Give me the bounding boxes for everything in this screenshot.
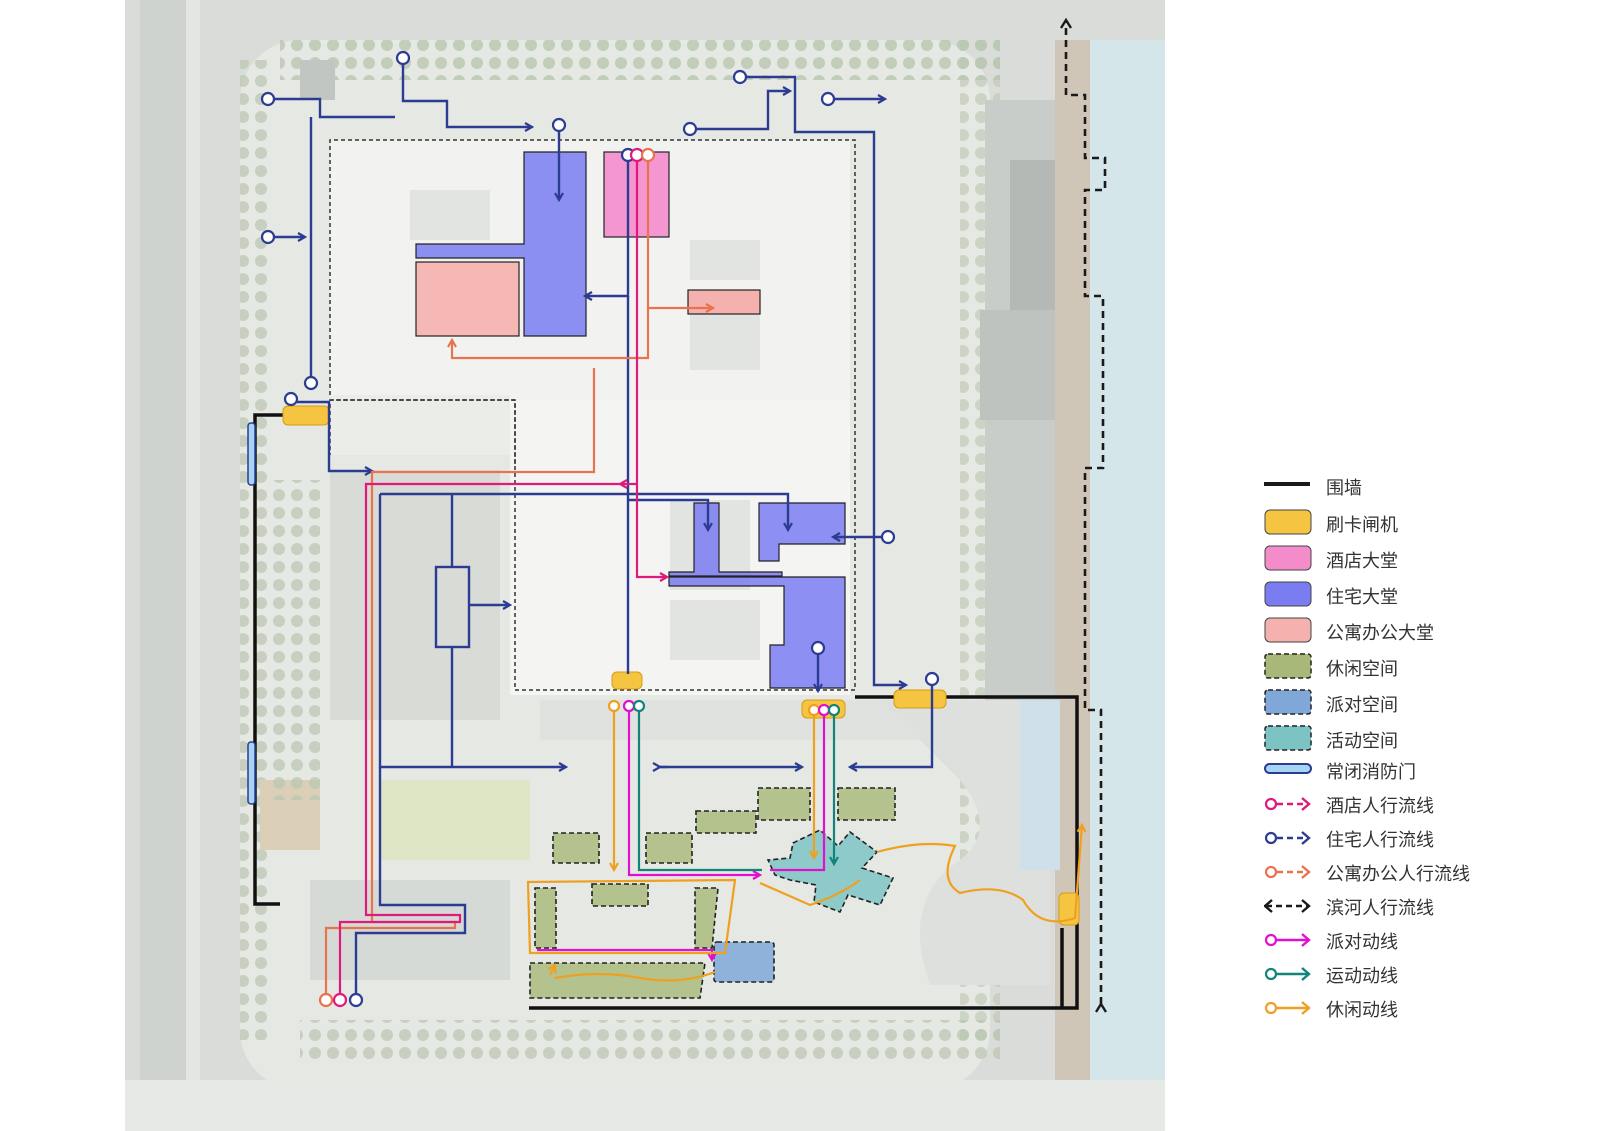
- party-routes: [537, 708, 826, 960]
- legend: 围墙刷卡闸机酒店大堂住宅大堂公寓办公大堂休闲空间派对空间活动空间常闭消防门酒店人…: [1264, 478, 1564, 1032]
- legend-label: 住宅人行流线: [1326, 830, 1434, 850]
- legend-symbol-apartment-office-flow: [1264, 865, 1311, 879]
- legend-label: 围墙: [1326, 478, 1362, 498]
- legend-symbol-leisure-space: [1264, 653, 1312, 679]
- legend-label: 住宅大堂: [1326, 587, 1398, 607]
- legend-label: 休闲动线: [1326, 1000, 1398, 1020]
- legend-symbol-riverside-flow: [1264, 899, 1311, 913]
- legend-item-party-space: 派对空间: [1264, 688, 1564, 724]
- sport-routes: [637, 708, 834, 872]
- legend-item-leisure-space: 休闲空间: [1264, 652, 1564, 688]
- outdoor-spaces: [529, 787, 896, 999]
- legend-label: 公寓办公大堂: [1326, 623, 1434, 643]
- legend-item-hotel-lobby: 酒店大堂: [1264, 544, 1564, 580]
- residential-lobby-b: [668, 502, 783, 577]
- legend-label: 运动动线: [1326, 966, 1398, 986]
- legend-label: 滨河人行流线: [1326, 898, 1434, 918]
- legend-symbol-leisure-route: [1264, 1001, 1311, 1015]
- legend-item-fire-door: 常闭消防门: [1264, 760, 1564, 794]
- legend-label: 派对动线: [1326, 932, 1398, 952]
- legend-item-hotel-flow: 酒店人行流线: [1264, 794, 1564, 828]
- riverside-flow: [1066, 20, 1105, 1004]
- hotel-flows: [338, 156, 667, 996]
- residential-lobby-c: [758, 502, 846, 562]
- apartment-office-lobby-a: [415, 261, 520, 337]
- legend-symbol-wall: [1264, 482, 1310, 486]
- legend-label: 派对空间: [1326, 695, 1398, 715]
- legend-symbol-residential-lobby: [1264, 581, 1312, 607]
- legend-label: 公寓办公人行流线: [1326, 864, 1470, 884]
- legend-item-leisure-route: 休闲动线: [1264, 998, 1564, 1032]
- leisure-routes: [526, 708, 1082, 982]
- legend-label: 酒店大堂: [1326, 551, 1398, 571]
- legend-label: 酒店人行流线: [1326, 796, 1434, 816]
- legend-item-residential-flow: 住宅人行流线: [1264, 828, 1564, 862]
- legend-label: 常闭消防门: [1326, 762, 1416, 782]
- legend-label: 休闲空间: [1326, 659, 1398, 679]
- legend-symbol-apartment-office-lobby: [1264, 617, 1312, 643]
- legend-item-card-gate: 刷卡闸机: [1264, 508, 1564, 544]
- legend-item-residential-lobby: 住宅大堂: [1264, 580, 1564, 616]
- legend-symbol-sport-route: [1264, 967, 1311, 981]
- legend-item-apartment-office-flow: 公寓办公人行流线: [1264, 862, 1564, 896]
- legend-symbol-hotel-flow: [1264, 797, 1311, 811]
- legend-item-wall: 围墙: [1264, 478, 1564, 508]
- legend-symbol-party-route: [1264, 933, 1311, 947]
- legend-symbol-hotel-lobby: [1264, 545, 1312, 571]
- residential-lobby-d: [668, 576, 846, 689]
- legend-symbol-fire-door: [1264, 763, 1312, 774]
- fire-doors: [247, 422, 256, 805]
- legend-item-sport-route: 运动动线: [1264, 964, 1564, 998]
- legend-item-party-route: 派对动线: [1264, 930, 1564, 964]
- legend-symbol-residential-flow: [1264, 831, 1311, 845]
- legend-symbol-card-gate: [1264, 509, 1312, 535]
- residential-lobby-a: [415, 151, 587, 337]
- legend-symbol-activity-space: [1264, 725, 1312, 751]
- lobbies: [415, 151, 846, 689]
- flow-origins: [260, 50, 940, 1008]
- legend-item-activity-space: 活动空间: [1264, 724, 1564, 760]
- legend-item-riverside-flow: 滨河人行流线: [1264, 896, 1564, 930]
- apartment-office-lobby-b: [687, 289, 761, 315]
- legend-label: 活动空间: [1326, 731, 1398, 751]
- legend-symbol-party-space: [1264, 689, 1312, 715]
- legend-label: 刷卡闸机: [1326, 515, 1398, 535]
- legend-item-apartment-office-lobby: 公寓办公大堂: [1264, 616, 1564, 652]
- building-outlines: [329, 139, 856, 691]
